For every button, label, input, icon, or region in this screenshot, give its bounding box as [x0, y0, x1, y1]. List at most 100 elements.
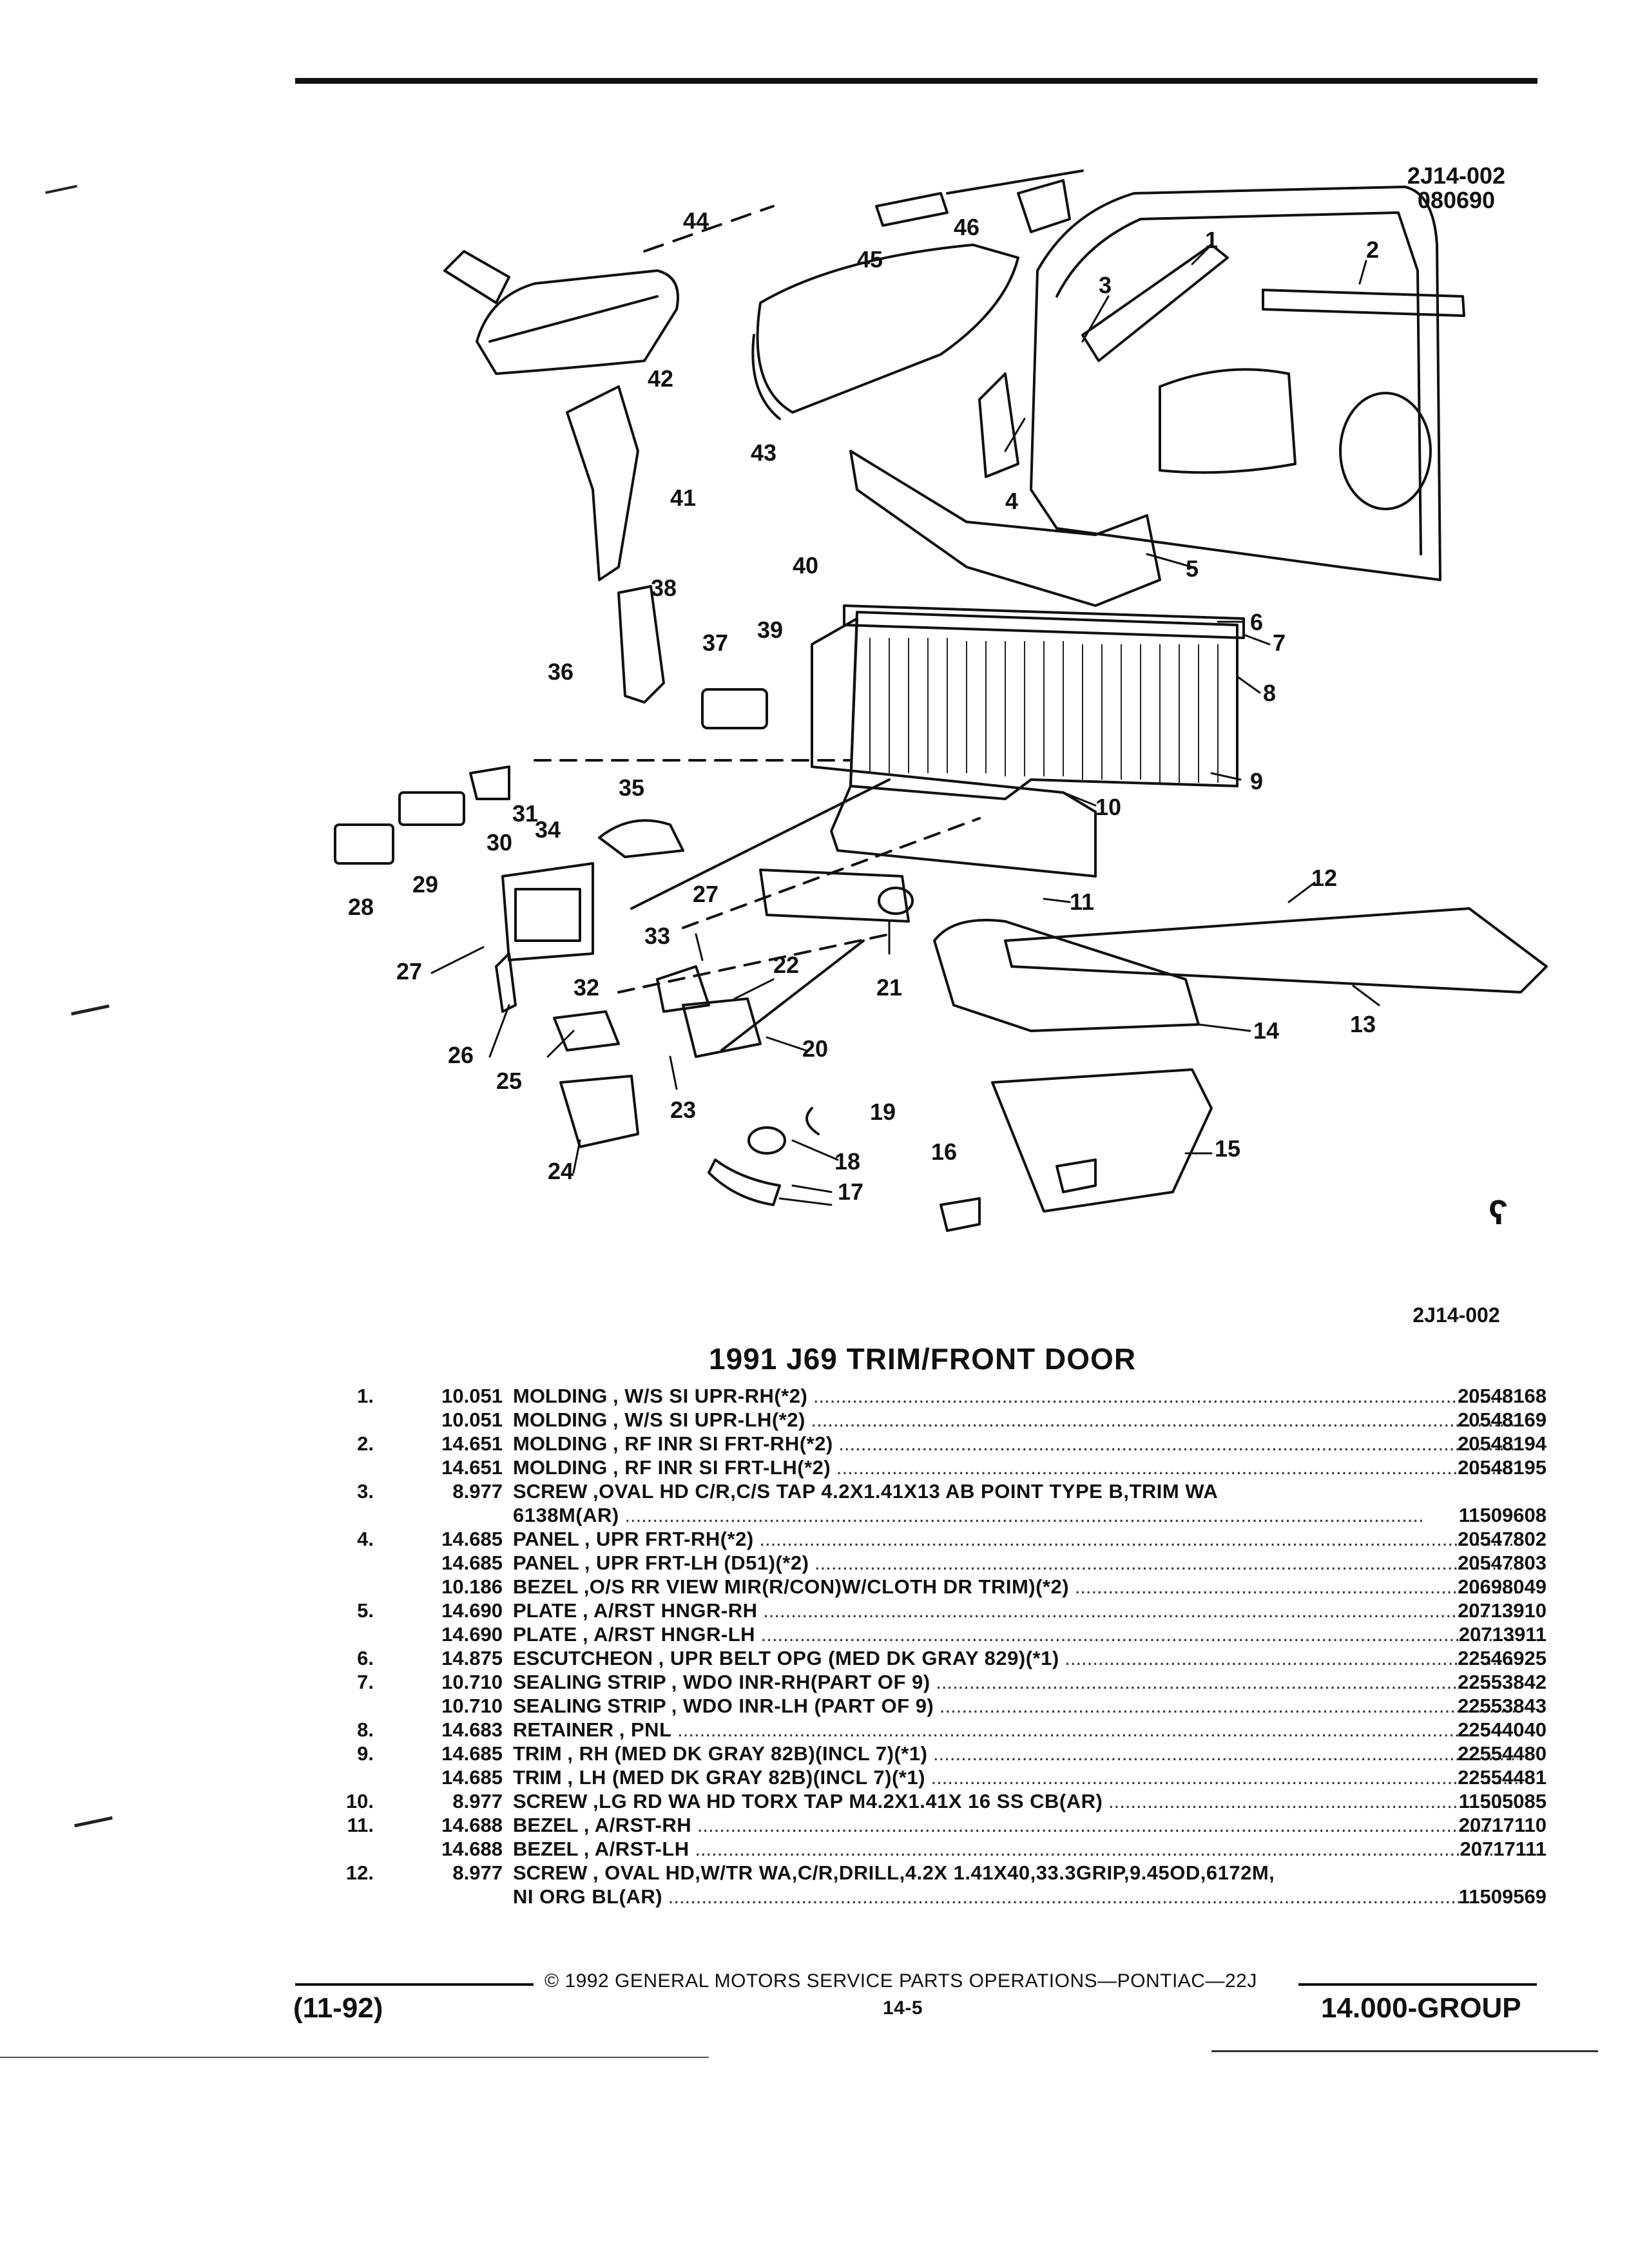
group-number: 10.710 — [441, 1695, 503, 1717]
group-number: 14.690 — [441, 1599, 503, 1622]
parts-row: 4. 14.685 PANEL , UPR FRT-RH(*2) .......… — [322, 1527, 1547, 1551]
group-number: 14.690 — [441, 1623, 503, 1646]
map-pocket-drawing — [991, 1068, 1213, 1213]
part-number: 20717111 — [1460, 1838, 1547, 1860]
parts-row: 11. 14.688 BEZEL , A/RST-RH ............… — [322, 1813, 1547, 1837]
exploded-parts-diagram: 1 2 3 4 5 6 7 8 9 10 11 12 13 14 15 16 1… — [334, 169, 1548, 1232]
page-number: 14-5 — [883, 1997, 923, 2019]
callout: 45 — [857, 246, 883, 273]
part-description: SCREW ,LG RD WA HD TORX TAP M4.2X1.41X 1… — [513, 1790, 1518, 1812]
part-number: 20698049 — [1458, 1575, 1547, 1598]
callout: 31 — [512, 800, 538, 827]
callout: 33 — [644, 923, 670, 949]
part-number: 22546925 — [1458, 1647, 1547, 1669]
group-number: 8.977 — [452, 1861, 503, 1884]
door-frame-drawing — [849, 186, 1465, 607]
part-description: MOLDING , RF INR SI FRT-RH(*2) .........… — [513, 1432, 1518, 1455]
callout: 18 — [834, 1148, 860, 1175]
callout: 29 — [412, 871, 438, 898]
footer-rule-right — [1298, 1983, 1537, 1986]
revision-date: (11-92) — [293, 1992, 383, 2024]
group-number: 10.186 — [441, 1575, 503, 1598]
part-description: PANEL , UPR FRT-LH (D51)(*2) ...........… — [513, 1552, 1518, 1574]
publisher-logo: ʕ — [1489, 1193, 1508, 1232]
part-number: 20548169 — [1458, 1408, 1547, 1431]
footer-rule-left — [295, 1983, 534, 1986]
item-number: 3. — [357, 1480, 374, 1503]
item-number: 12. — [345, 1861, 374, 1884]
item-number: 2. — [357, 1432, 374, 1455]
item-number: 5. — [357, 1599, 374, 1622]
parts-row: 6138M(AR) ..............................… — [322, 1503, 1547, 1527]
callout: 25 — [496, 1068, 522, 1094]
item-number: 4. — [357, 1528, 374, 1550]
part-number: 20717110 — [1458, 1814, 1547, 1836]
parts-row: 14.685 PANEL , UPR FRT-LH (D51)(*2) ....… — [322, 1551, 1547, 1575]
callout: 32 — [574, 974, 599, 1001]
part-description: 6138M(AR) ..............................… — [513, 1504, 1424, 1526]
parts-row: 1. 10.051 MOLDING , W/S SI UPR-RH(*2) ..… — [322, 1384, 1547, 1408]
parts-row: 8. 14.683 RETAINER , PNL ...............… — [322, 1718, 1547, 1742]
mirror-visor-drawing — [443, 169, 1084, 420]
top-rule — [295, 78, 1537, 84]
callout: 15 — [1215, 1135, 1240, 1162]
part-description: MOLDING , W/S SI UPR-RH(*2) ............… — [513, 1385, 1518, 1407]
callout: 9 — [1250, 768, 1263, 794]
callout: 36 — [548, 658, 574, 685]
part-number: 20548168 — [1458, 1385, 1547, 1407]
parts-row: 14.688 BEZEL , A/RST-LH ................… — [322, 1837, 1547, 1861]
callout: 24 — [548, 1158, 574, 1184]
armrest-hanger-plate-drawing — [849, 450, 1161, 607]
callout: 12 — [1311, 865, 1337, 891]
group-number: 10.710 — [441, 1671, 503, 1693]
item-number: 7. — [357, 1671, 374, 1693]
scan-mark — [0, 2057, 709, 2058]
callout: 39 — [757, 617, 783, 643]
callout: 10 — [1095, 794, 1121, 820]
illustration-code: 2J14-002 — [1407, 162, 1506, 189]
parts-row: 7. 10.710 SEALING STRIP , WDO INR-RH(PAR… — [322, 1670, 1547, 1694]
scan-mark — [74, 1816, 113, 1828]
parts-list: 1. 10.051 MOLDING , W/S SI UPR-RH(*2) ..… — [322, 1384, 1547, 1908]
part-number: 22553842 — [1458, 1671, 1547, 1693]
callout: 37 — [702, 629, 728, 656]
parts-row: 12. 8.977 SCREW , OVAL HD,W/TR WA,C/R,DR… — [322, 1861, 1547, 1885]
upper-front-panel-drawing — [978, 372, 1019, 478]
part-description: RETAINER , PNL .........................… — [513, 1718, 1477, 1741]
armrest-pad-drawing — [759, 869, 910, 923]
diagram-caption-code: 2J14-002 — [1412, 1303, 1500, 1327]
part-description: PLATE , A/RST HNGR-LH ..................… — [513, 1623, 1518, 1646]
callout: 14 — [1253, 1017, 1279, 1044]
part-description: BEZEL , A/RST-LH .......................… — [513, 1838, 1494, 1860]
callout: 43 — [751, 439, 776, 466]
part-description: TRIM , RH (MED DK GRAY 82B)(INCL 7)(*1) … — [513, 1742, 1518, 1765]
guide-lines — [534, 759, 981, 1052]
lower-molding-drawing — [1004, 907, 1548, 994]
part-number: 22544040 — [1458, 1718, 1547, 1741]
callout: 27 — [693, 881, 718, 907]
callout: 23 — [670, 1097, 696, 1123]
callout: 26 — [448, 1042, 474, 1068]
part-description: PANEL , UPR FRT-RH(*2) .................… — [513, 1528, 1518, 1550]
item-number: 11. — [347, 1814, 374, 1836]
parts-row: 10.186 BEZEL ,O/S RR VIEW MIR(R/CON)W/CL… — [322, 1575, 1547, 1599]
part-description: TRIM , LH (MED DK GRAY 82B)(INCL 7)(*1) … — [513, 1766, 1518, 1789]
door-trim-panel-drawing — [811, 604, 1245, 878]
part-number: 11509608 — [1458, 1504, 1547, 1526]
part-number: 11505085 — [1458, 1790, 1547, 1812]
part-number: 22554481 — [1458, 1766, 1547, 1789]
part-number: 20713910 — [1458, 1599, 1547, 1622]
callout: 21 — [876, 974, 902, 1001]
group-number: 14.685 — [441, 1552, 503, 1574]
part-description: BEZEL ,O/S RR VIEW MIR(R/CON)W/CLOTH DR … — [513, 1575, 1518, 1598]
callout: 16 — [931, 1139, 957, 1165]
parts-row: 2. 14.651 MOLDING , RF INR SI FRT-RH(*2)… — [322, 1432, 1547, 1456]
part-description: MOLDING , RF INR SI FRT-LH(*2) .........… — [513, 1456, 1518, 1479]
handle-bezel-drawing — [334, 688, 910, 1206]
part-description: SEALING STRIP , WDO INR-LH (PART OF 9) .… — [513, 1695, 1518, 1717]
item-number: 1. — [357, 1385, 374, 1407]
roof-molding-drawing — [1262, 289, 1465, 317]
part-number: 20548195 — [1458, 1456, 1547, 1479]
scan-mark — [1211, 2050, 1598, 2052]
callout: 3 — [1099, 272, 1112, 298]
